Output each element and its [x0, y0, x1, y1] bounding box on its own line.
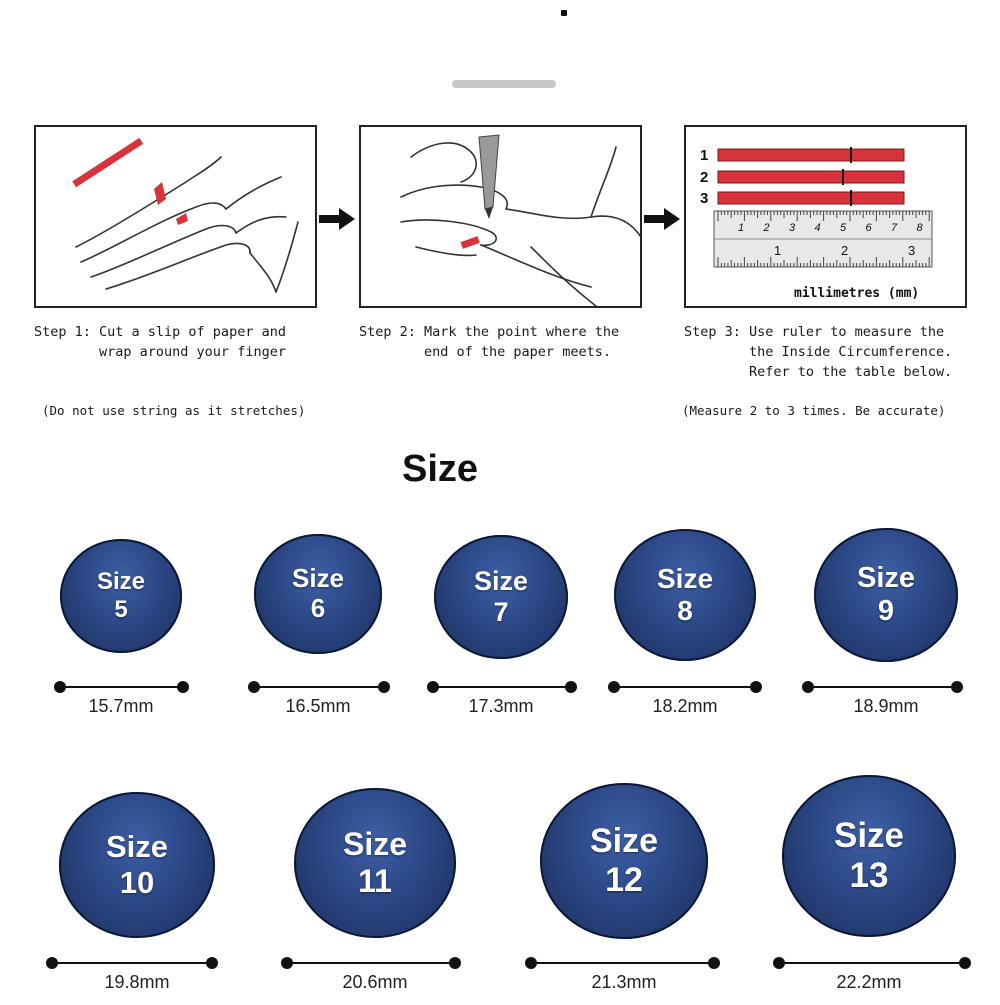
ruler-tick-label: 7: [891, 222, 898, 234]
units-label: millimetres (mm): [794, 286, 919, 301]
diameter-label: 18.9mm: [853, 696, 919, 716]
paper-strip-icon: [72, 137, 144, 188]
paper-strip-1: [717, 148, 905, 162]
diameter-line: [802, 681, 963, 693]
diameter-line: [248, 681, 390, 693]
diameter-label: 16.5mm: [285, 696, 351, 716]
diameter-label: 18.2mm: [652, 696, 718, 716]
note-left: (Do not use string as it stretches): [42, 403, 306, 418]
size-number: 8: [677, 594, 693, 626]
hand-mark-illustration: [400, 134, 640, 306]
ruler-inch-label: 3: [908, 243, 915, 258]
size-number: 11: [358, 862, 392, 899]
diameter-line: [773, 957, 971, 969]
size-word: Size: [342, 826, 408, 863]
top-dot: [561, 10, 567, 16]
ruler-tick-label: 8: [917, 222, 924, 234]
size-number: 13: [849, 855, 889, 895]
ruler-tick-label: 3: [789, 222, 796, 234]
top-bar: [452, 80, 556, 88]
size-word: Size: [473, 565, 529, 596]
size-number: 7: [493, 596, 509, 627]
note-right: (Measure 2 to 3 times. Be accurate): [682, 403, 946, 418]
diameter-line: [525, 957, 720, 969]
step2-panel: [359, 125, 642, 308]
step1-text: Step 1: Cut a slip of paper and wrap aro…: [34, 324, 286, 360]
size-word: Size: [589, 821, 659, 860]
ruler-tick-label: 2: [763, 222, 770, 234]
diameter-line: [281, 957, 461, 969]
diameter-label: 20.6mm: [342, 972, 408, 992]
diameter-label: 19.8mm: [104, 972, 170, 992]
paper-strip-3: [717, 191, 905, 205]
step3-text: Step 3: Use ruler to measure the the Ins…: [684, 324, 953, 380]
ruler-tick-label: 1: [738, 222, 744, 234]
size-number: 9: [877, 594, 895, 627]
strip-label: 3: [700, 190, 708, 207]
paper-strip-2: [717, 170, 905, 184]
size-title: Size: [401, 448, 479, 490]
size-word: Size: [291, 563, 345, 594]
size-number: 6: [310, 592, 326, 623]
ruler-tick-label: 5: [840, 222, 847, 234]
size-word: Size: [833, 815, 905, 855]
step1-panel: [34, 125, 317, 308]
size-word: Size: [656, 562, 714, 594]
diameter-label: 15.7mm: [88, 696, 154, 716]
step2-text: Step 2: Mark the point where the end of …: [359, 324, 620, 360]
diameter-label: 21.3mm: [591, 972, 657, 992]
diameter-line: [46, 957, 218, 969]
diameter-label: 22.2mm: [836, 972, 902, 992]
arrow-right-icon: [644, 208, 680, 230]
paper-mark-icon: [460, 236, 480, 249]
diameter-line: [54, 681, 189, 693]
strip-label: 1: [700, 147, 708, 164]
diameter-line: [427, 681, 577, 693]
size-word: Size: [105, 829, 169, 865]
diameter-label: 17.3mm: [468, 696, 534, 716]
arrow-right-icon: [319, 208, 355, 230]
size-number: 5: [114, 595, 128, 623]
ruler-inch-label: 1: [774, 243, 781, 258]
hand-wrap-illustration: [72, 137, 299, 293]
size-word: Size: [856, 561, 916, 594]
size-number: 10: [119, 864, 155, 900]
size-number: 12: [605, 860, 643, 899]
diameter-line: [608, 681, 762, 693]
ruler-tick-label: 4: [815, 222, 821, 234]
ruler-tick-label: 6: [866, 222, 873, 234]
ruler-inch-label: 2: [841, 243, 848, 258]
size-word: Size: [96, 568, 146, 596]
strip-label: 2: [700, 169, 708, 186]
